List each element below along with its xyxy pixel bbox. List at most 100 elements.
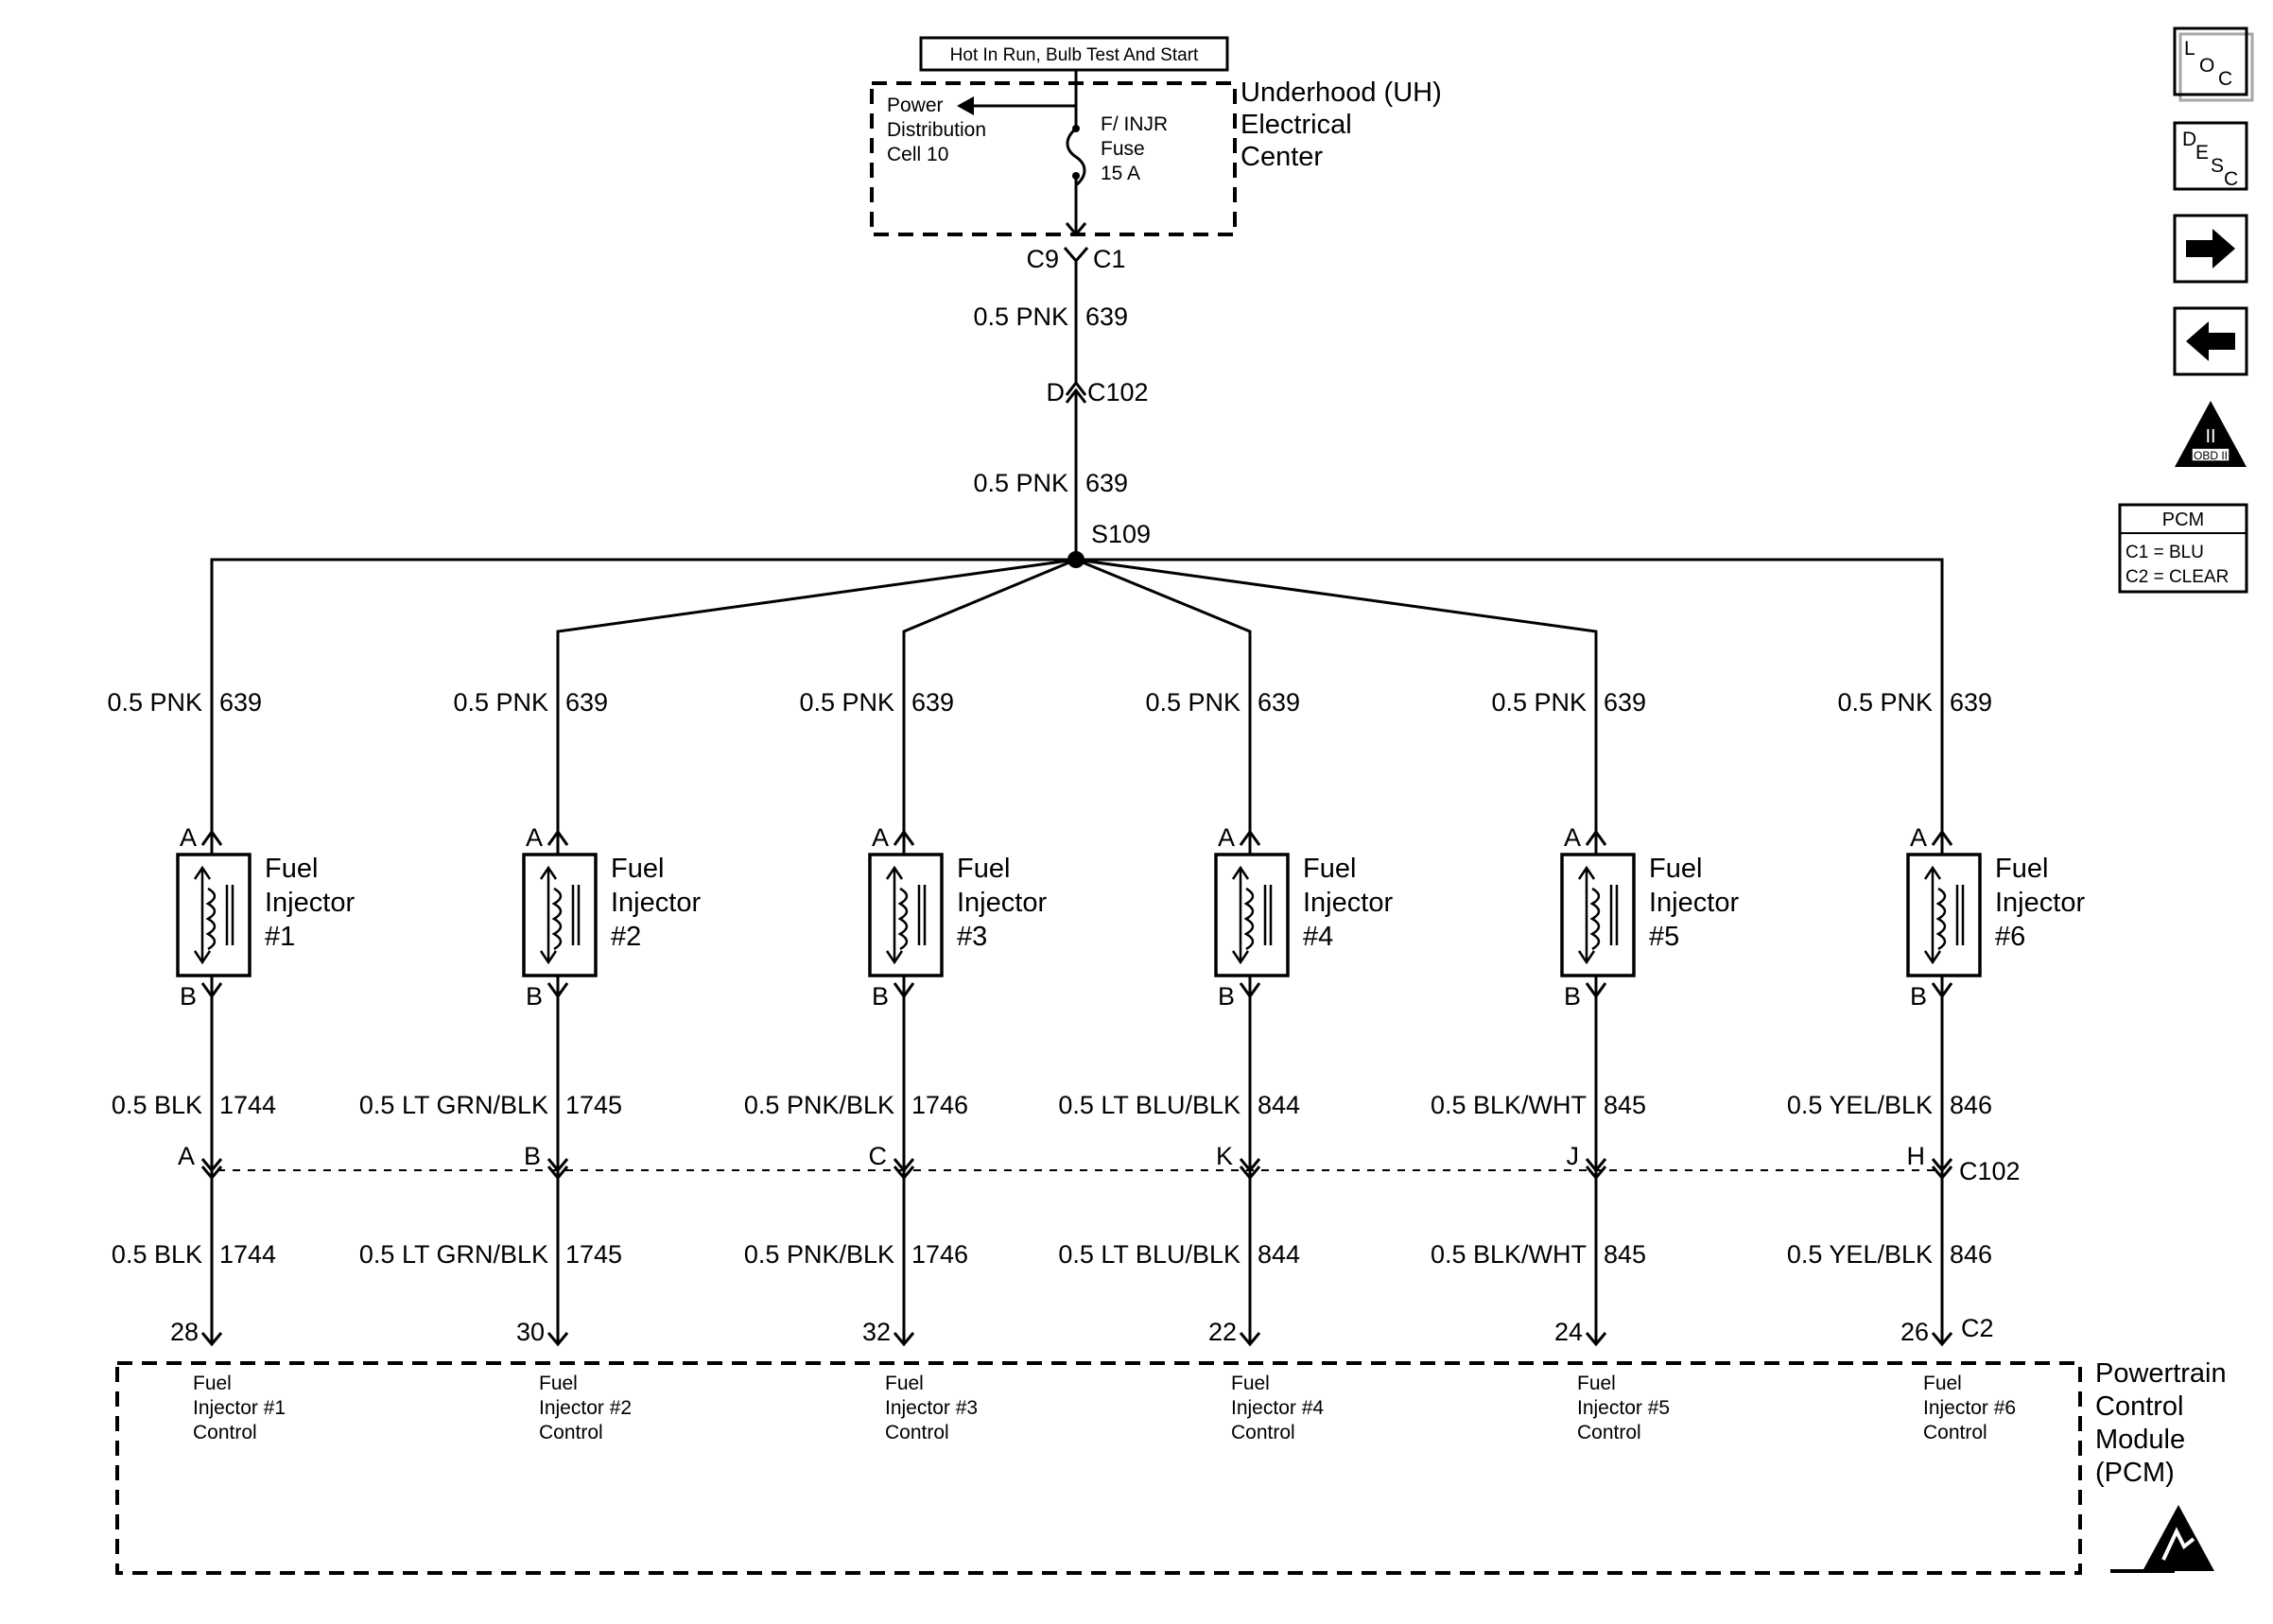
ctrl-wire-lower-label-4: 0.5 LT BLU/BLK <box>1058 1240 1241 1269</box>
desc-d: D <box>2182 129 2196 150</box>
obd-label: OBD II <box>2194 449 2228 462</box>
pcm-ctrl-label-5-line-1: Fuel <box>1577 1373 1616 1394</box>
solenoid-coil-icon <box>1577 865 1619 965</box>
feed-circuit-label-2: 639 <box>565 688 608 717</box>
pcm-ctrl-label-5-line-3: Control <box>1577 1422 1641 1443</box>
feed-lower-circuit-label: 639 <box>1085 469 1128 497</box>
fuse-line-3: 15 A <box>1101 163 1140 184</box>
uhec-line-1: Underhood (UH) <box>1241 78 1442 108</box>
ctrl-circuit-upper-label-6: 846 <box>1950 1091 1992 1119</box>
loc-button[interactable]: L O C <box>2173 26 2254 102</box>
injector-label-1-line-2: Injector <box>265 888 355 918</box>
ctrl-circuit-lower-label-4: 844 <box>1258 1240 1300 1269</box>
obd-roman: II <box>2205 426 2215 447</box>
feed-branch-2 <box>556 558 1077 832</box>
ctrl-wire-lower-label-5: 0.5 BLK/WHT <box>1431 1240 1587 1269</box>
c102-bottom-label: C102 <box>1959 1157 2021 1185</box>
injector-label-3-line-3: #3 <box>957 922 987 952</box>
ctrl-wire-upper-label-6: 0.5 YEL/BLK <box>1787 1091 1933 1119</box>
pcm-pin-icon-6 <box>1931 1332 1953 1347</box>
pcm-pin-icon-3 <box>893 1332 915 1347</box>
pin-a-label-4: A <box>1218 823 1235 852</box>
pcm-pin-icon-4 <box>1239 1332 1261 1347</box>
feed-upper-wire-label: 0.5 PNK <box>973 302 1068 331</box>
injector-label-2-line-2: Injector <box>611 888 701 918</box>
ctrl-circuit-upper-label-4: 844 <box>1258 1091 1300 1119</box>
feed-circuit: C9 C1 0.5 PNK 639 D C102 0.5 PNK 639 S10… <box>973 245 1151 568</box>
injector-label-6-line-2: Injector <box>1995 888 2085 918</box>
pcm-line-1: Powertrain <box>2095 1358 2227 1389</box>
c102-pin-label-4: K <box>1216 1142 1233 1170</box>
feed-lower-wire-label: 0.5 PNK <box>973 469 1068 497</box>
c102-pin-label-3: C <box>869 1142 888 1170</box>
pcm-ctrl-label-1-line-1: Fuel <box>193 1373 232 1394</box>
arrow-left-icon <box>2186 321 2235 361</box>
ctrl-wire-upper-label-3: 0.5 PNK/BLK <box>744 1091 894 1119</box>
ctrl-wire-lower-label-1: 0.5 BLK <box>112 1240 202 1269</box>
pcm-ctrl-label-4-line-2: Injector #4 <box>1231 1397 1324 1419</box>
ctrl-circuit-upper-label-1: 1744 <box>219 1091 276 1119</box>
conn-c9: C9 <box>1026 245 1059 273</box>
fuel-injector-4 <box>1214 853 1290 977</box>
pcm-ctrl-label-2-line-2: Injector #2 <box>539 1397 632 1419</box>
pcm-ctrl-label-1-line-2: Injector #1 <box>193 1397 286 1419</box>
ctrl-wire-lower-label-2: 0.5 LT GRN/BLK <box>359 1240 548 1269</box>
pcm-pin-icon-1 <box>200 1332 223 1347</box>
pcm-line-3: Module <box>2095 1425 2185 1455</box>
ctrl-circuit-upper-label-3: 1746 <box>911 1091 968 1119</box>
loc-l: L <box>2184 38 2195 60</box>
solenoid-coil-icon <box>885 865 927 965</box>
ctrl-wire-upper-label-1: 0.5 BLK <box>112 1091 202 1119</box>
pcm-pin-label-2: 30 <box>516 1318 545 1346</box>
desc-s: S <box>2211 155 2224 177</box>
pcm-ctrl-label-4-line-3: Control <box>1231 1422 1295 1443</box>
pcm-pin-label-1: 28 <box>170 1318 199 1346</box>
pcm-ctrl-label-2-line-3: Control <box>539 1422 603 1443</box>
ctrl-circuit-lower-label-1: 1744 <box>219 1240 276 1269</box>
fuel-injector-5 <box>1560 853 1636 977</box>
solenoid-coil-icon <box>193 865 234 965</box>
ctrl-wire-lower-label-3: 0.5 PNK/BLK <box>744 1240 894 1269</box>
pcm-box-title: PCM <box>2162 510 2204 530</box>
ctrl-circuit-lower-label-3: 1746 <box>911 1240 968 1269</box>
next-button[interactable] <box>2173 214 2248 284</box>
c102-d-connector-icon <box>1065 380 1087 396</box>
feed-wire-label-5: 0.5 PNK <box>1491 688 1587 717</box>
pcm-module: C2 Powertrain Control Module (PCM) <box>115 1314 2227 1575</box>
previous-button[interactable] <box>2173 306 2248 376</box>
feed-circuit-label-6: 639 <box>1950 688 1992 717</box>
pcm-ctrl-label-1-line-3: Control <box>193 1422 257 1443</box>
feed-branch-4 <box>1075 558 1252 832</box>
splice-label: S109 <box>1091 520 1151 548</box>
arrow-right-icon <box>2186 229 2235 268</box>
pcm-box-line-1: C1 = BLU <box>2126 543 2204 562</box>
injector-label-5-line-1: Fuel <box>1649 854 1702 884</box>
pcm-ctrl-label-6-line-1: Fuel <box>1923 1373 1962 1394</box>
fuse-element-icon <box>1066 127 1086 187</box>
c9-c1-connector-icon <box>1063 247 1089 264</box>
c102-connector-icon-1 <box>200 1158 223 1173</box>
ctrl-wire-upper-label-4: 0.5 LT BLU/BLK <box>1058 1091 1241 1119</box>
pcm-pin-label-4: 22 <box>1208 1318 1237 1346</box>
desc-button[interactable]: D E S C <box>2173 121 2248 191</box>
c102-pin-label-5: J <box>1567 1142 1580 1170</box>
c102-d-pin: D <box>1047 378 1066 406</box>
feed-branch-3 <box>902 558 1077 832</box>
pin-b-label-2: B <box>526 982 543 1011</box>
injector-label-5-line-2: Injector <box>1649 888 1739 918</box>
feed-branch-5 <box>1075 558 1598 832</box>
ctrl-circuit-lower-label-2: 1745 <box>565 1240 622 1269</box>
c102-pin-label-2: B <box>524 1142 541 1170</box>
pcm-ctrl-label-3-line-2: Injector #3 <box>885 1397 978 1419</box>
obd-ii-button[interactable]: OBD II II <box>2175 401 2247 467</box>
pcm-ctrl-label-5-line-2: Injector #5 <box>1577 1397 1670 1419</box>
pcm-pin-label-5: 24 <box>1554 1318 1583 1346</box>
feed-circuit-label-3: 639 <box>911 688 954 717</box>
ctrl-circuit-upper-label-5: 845 <box>1604 1091 1646 1119</box>
esd-warning-icon <box>2110 1505 2214 1573</box>
feed-circuit-label-4: 639 <box>1258 688 1300 717</box>
uhec-box <box>870 81 1237 236</box>
